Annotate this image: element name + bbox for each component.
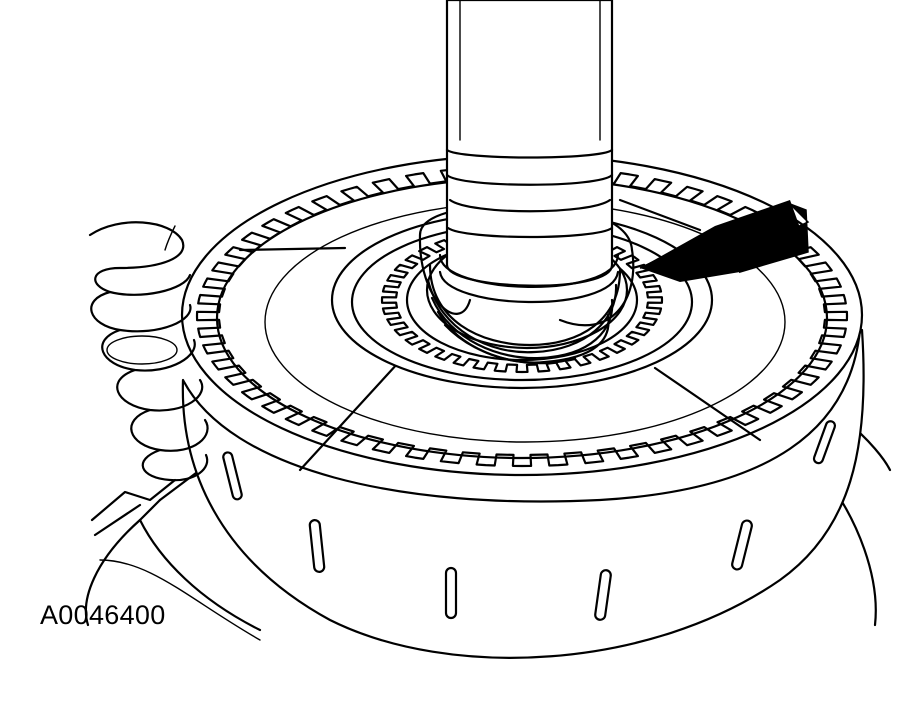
loose-spring [88,221,209,482]
direction-arrow-icon [639,200,810,282]
figure-code-label: A0046400 [40,600,166,630]
output-shaft [438,0,620,304]
